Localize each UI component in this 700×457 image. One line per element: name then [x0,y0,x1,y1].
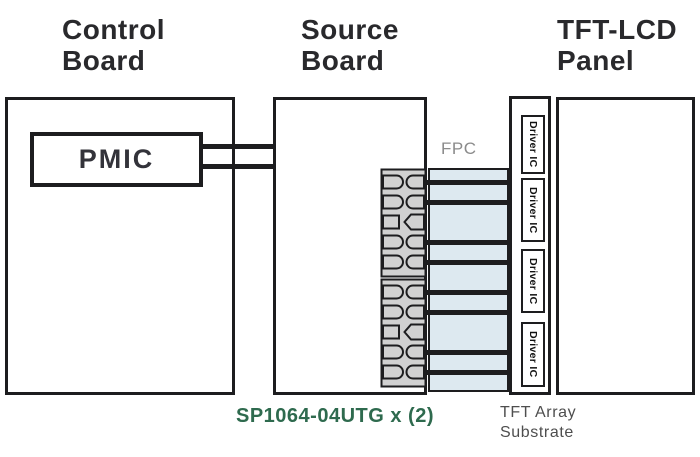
driver-ic-label: Driver IC [527,186,539,234]
source-board-heading-line1: Source [301,14,399,45]
control-board-heading-line1: Control [62,14,166,45]
board-connector-icon [380,168,427,278]
part-number-label: SP1064-04UTG x (2) [236,405,434,427]
source-board-heading: Source Board [301,14,399,76]
board-connector-icon [380,278,427,388]
signal-trace [412,290,510,295]
driver-ic-label: Driver IC [527,121,539,168]
source-board-heading-line2: Board [301,45,385,76]
signal-trace [412,180,510,185]
tft-lcd-panel-heading-line1: TFT-LCD [557,14,678,45]
tft-lcd-panel-heading: TFT-LCD Panel [557,14,677,76]
driver-ic-box: Driver IC [521,322,545,387]
signal-trace [412,310,510,315]
signal-trace [412,370,510,375]
control-board-heading: Control Board [62,14,165,76]
control-board-heading-line2: Board [62,45,146,76]
pmic-label: PMIC [78,144,155,174]
tft-array-substrate-label-line2: Substrate [500,424,574,441]
pmic-wire-bottom [200,164,276,169]
driver-ic-label: Driver IC [527,257,539,305]
driver-ic-box: Driver IC [521,249,545,313]
tft-array-substrate-label: TFT Array Substrate [500,403,576,443]
signal-trace [412,260,510,265]
driver-ic-box: Driver IC [521,115,545,174]
tft-array-substrate-label-line1: TFT Array [500,404,577,421]
driver-ic-label: Driver IC [527,331,539,378]
signal-trace [412,350,510,355]
pmic-box: PMIC [30,132,203,187]
signal-trace [412,200,510,205]
pmic-wire-top [200,144,276,149]
fpc-label: FPC [441,139,477,158]
signal-trace [412,240,510,245]
driver-ic-box: Driver IC [521,178,545,242]
tft-lcd-panel-heading-line2: Panel [557,45,635,76]
tft-array-substrate-box [556,97,695,395]
